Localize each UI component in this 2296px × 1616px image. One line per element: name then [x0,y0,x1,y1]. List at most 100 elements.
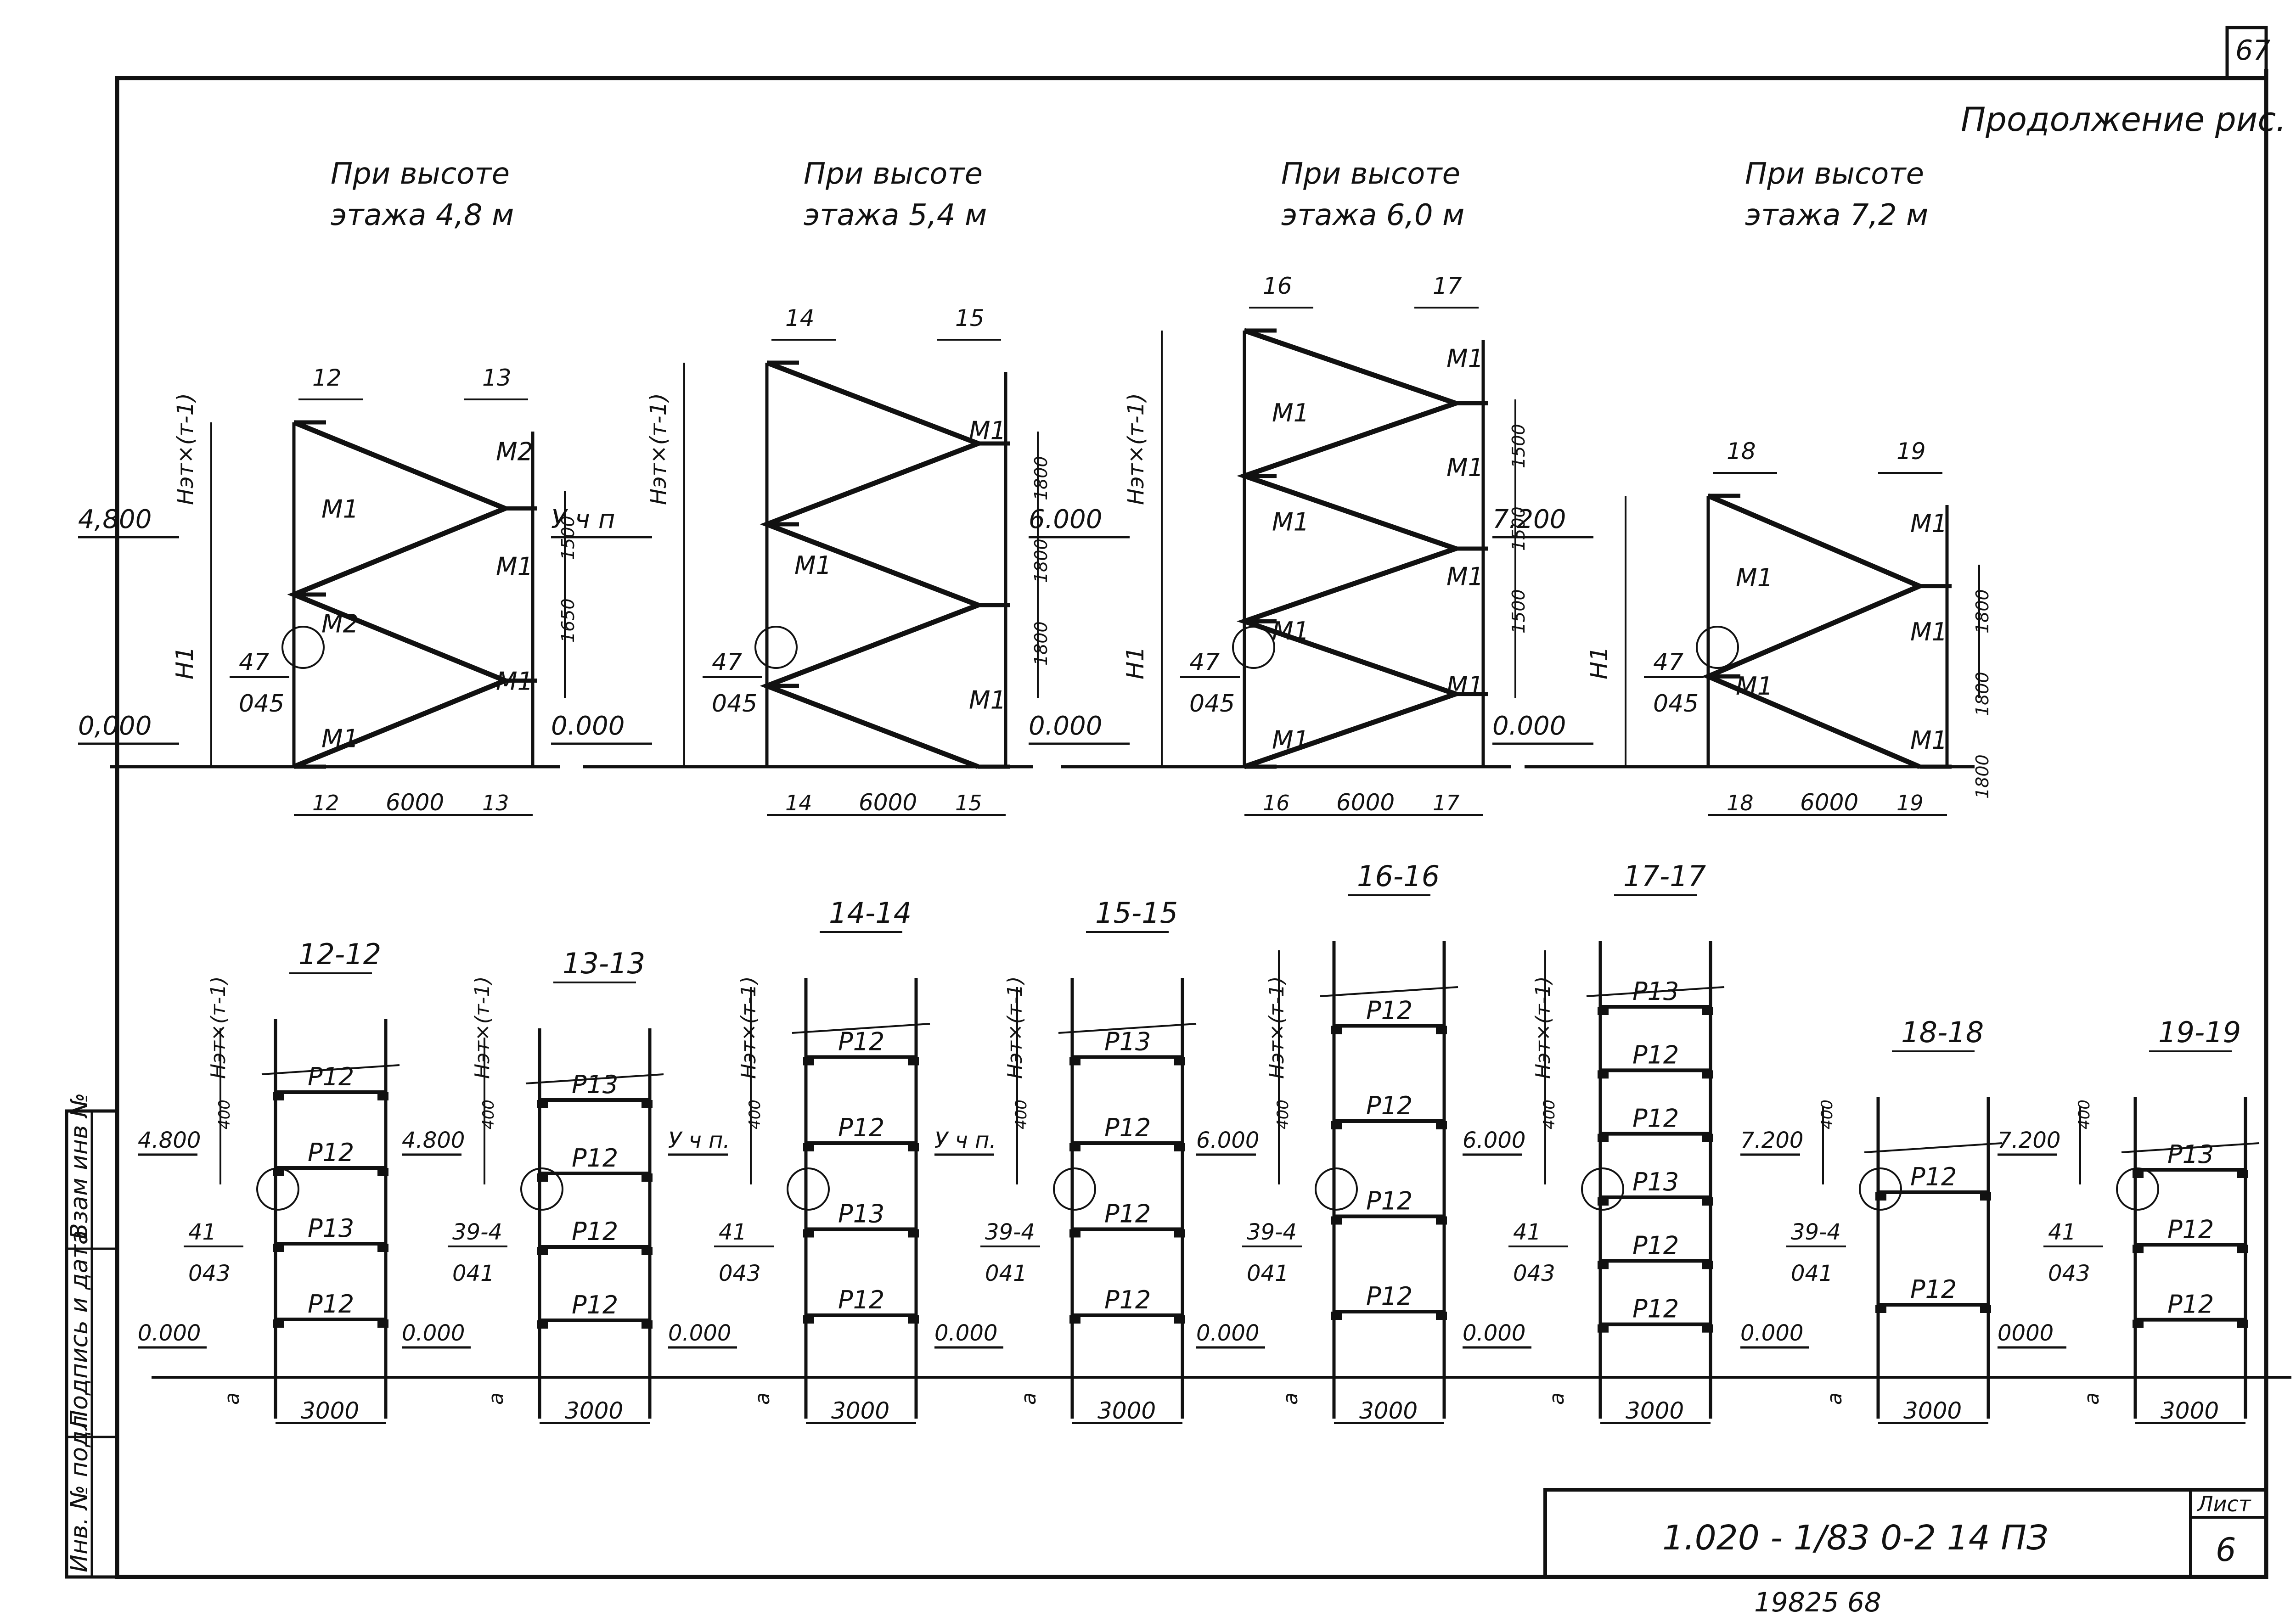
rail-bracket [642,1320,653,1329]
section-tag-left: 12 [312,365,342,391]
rail-bracket [1436,1026,1447,1034]
margin-label-signature: Подпись и дата [66,1230,93,1428]
section-top-level: 7.200 [1740,1128,1803,1153]
rail-bracket [2237,1245,2248,1253]
continuation-caption: Продолжение рис. 5 [1961,100,2296,139]
height-h1: Н1 [1122,646,1149,679]
dim-400: 400 [746,1100,764,1129]
section-node-denominator: 041 [1247,1261,1289,1286]
section-node-circle [1053,1167,1096,1211]
rail-bracket [1069,1229,1080,1238]
member-label: М2 [321,610,359,639]
rail-bracket [1702,1324,1713,1333]
section-base-level: 0000 [1998,1320,2054,1346]
rail-bracket [1598,1133,1609,1142]
gap-dimension-a: а [1279,1392,1302,1405]
stair-flight-line [1702,493,1926,769]
width-dimension: 6000 [1800,789,1858,816]
section-node-circle [2116,1167,2159,1211]
section-12-12: 12-12Р12Р12Р13Р123000а0.0004.800400Нэт×(… [138,937,432,1424]
section-base-level: 0.000 [668,1320,731,1346]
member-label: М1 [1272,726,1309,755]
rail-bracket [1174,1315,1185,1324]
top-level: 6.000 [1029,505,1102,534]
node-number: 47 [1653,649,1683,676]
rail-bracket [1174,1143,1185,1151]
section-top-level: 4.800 [402,1128,465,1153]
height-multiplier: Нэт×(т-1) [646,393,671,505]
rail-label: Р13 [1104,1027,1151,1056]
break-line [792,1023,930,1034]
rail-bracket [803,1057,814,1066]
stair-flight-line [1237,328,1463,769]
stamp-code: 1.020 - 1/83 0-2 14 ПЗ [1662,1518,2048,1558]
section-width: 3000 [565,1397,623,1424]
vertical-dimension: 1500 [1508,589,1529,634]
vertical-dimension: 1800 [1031,539,1051,583]
rail-label: Р12 [1910,1275,1957,1304]
vertical-dimension: 1800 [1031,621,1051,666]
elevation-title-2: этажа 4,8 м [331,198,514,232]
rail-bracket [1875,1305,1886,1313]
rail-bracket [1598,1007,1609,1015]
member-label: М1 [1446,344,1484,373]
base-level: 0.000 [1492,711,1566,741]
section-node-number: 41 [188,1219,216,1245]
rail-label: Р12 [1632,1104,1679,1133]
rail-bracket [1436,1312,1447,1320]
dim-400: 400 [215,1100,234,1129]
rail-label: Р12 [308,1138,354,1167]
section-width: 3000 [2161,1397,2219,1424]
section-height-multiplier: Нэт×(т-1) [1265,976,1289,1079]
sheet-number: 6 [2216,1531,2236,1569]
node-circle [1696,626,1739,669]
section-node-circle [256,1167,299,1211]
rail-bracket [1702,1197,1713,1206]
margin-stamp: Взам инв № Подпись и дата Инв. № подл [65,1093,119,1579]
section-node-circle [1859,1167,1902,1211]
bottom-tag-left: 14 [785,791,812,815]
rail-bracket [2237,1170,2248,1178]
rail-bracket [537,1247,548,1255]
height-multiplier: Нэт×(т-1) [173,393,198,505]
height-h1: Н1 [1586,646,1613,679]
rail-bracket [1598,1197,1609,1206]
rail-label: Р12 [1366,1282,1412,1311]
gap-dimension-a: а [1545,1392,1569,1405]
section-node-number: 41 [1513,1219,1541,1245]
rail-bracket [908,1057,919,1066]
section-base-level: 0.000 [1740,1320,1803,1346]
rail-bracket [642,1247,653,1255]
section-tag-left: 16 [1263,273,1292,299]
section-height-multiplier: Нэт×(т-1) [1531,976,1555,1079]
break-line [1058,1023,1197,1034]
dim-400: 400 [1274,1100,1292,1129]
rail-bracket [1980,1305,1991,1313]
elevation-title-1: При высоте [1745,157,1924,191]
member-label: М1 [496,552,533,581]
rail-bracket [1702,1007,1713,1015]
rail-bracket [537,1173,548,1182]
section-node-denominator: 041 [985,1261,1027,1286]
section-tag-right: 15 [955,305,985,331]
member-label: М1 [1736,563,1773,592]
rail-bracket [273,1092,284,1100]
rail-label: Р12 [1366,1091,1412,1120]
break-line [1586,986,1725,997]
dim-400: 400 [1012,1100,1030,1129]
rail-bracket [803,1315,814,1324]
rail-label: Р12 [2167,1215,2214,1244]
section-node-number: 39-4 [1247,1219,1297,1245]
rail-bracket [1875,1192,1886,1201]
vertical-dimension: 1800 [1031,456,1051,500]
rail-label: Р13 [308,1214,354,1243]
section-title: 17-17 [1623,859,1706,893]
rail-bracket [803,1229,814,1238]
rail-bracket [1331,1312,1342,1320]
section-base-level: 0.000 [934,1320,997,1346]
